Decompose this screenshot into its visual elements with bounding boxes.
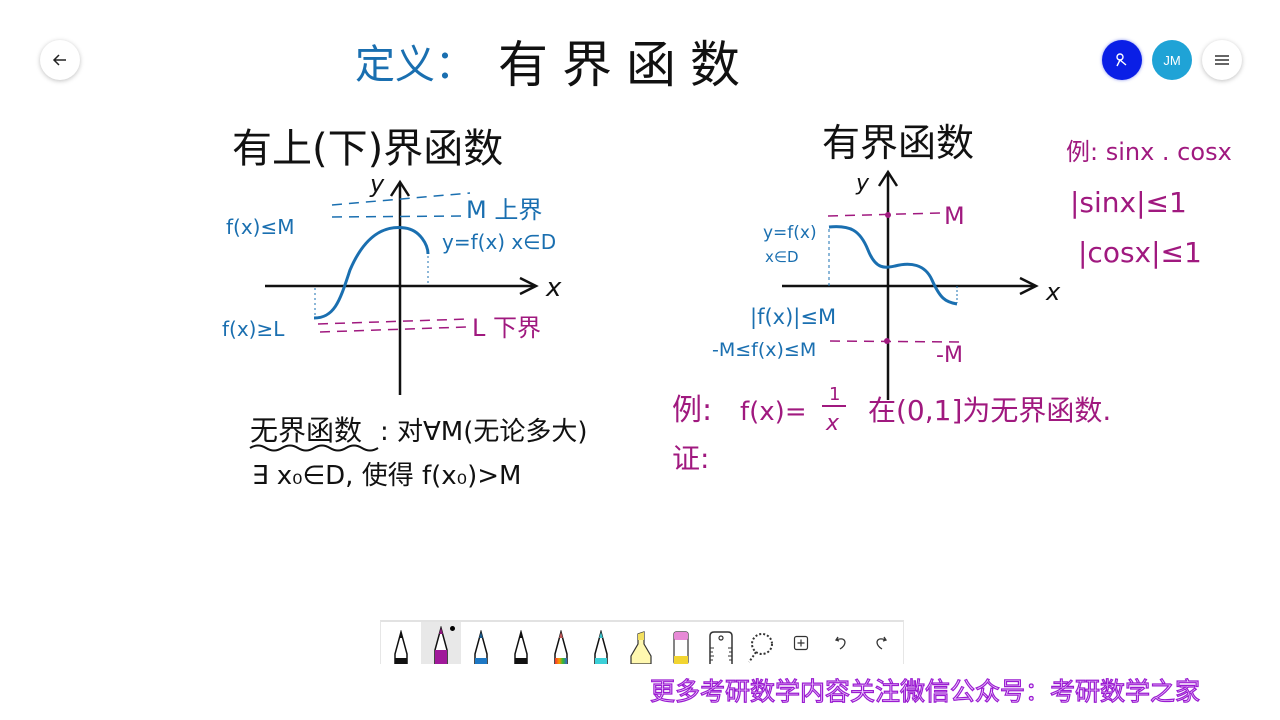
right-heading: 有界函数 — [822, 121, 974, 165]
user-icon — [1116, 53, 1127, 67]
abs-condition: |f(x)|≤M — [750, 305, 836, 330]
upper-M-label: M — [944, 202, 965, 230]
pen-black-icon — [514, 630, 528, 664]
page-title: 有界函数 — [498, 36, 754, 94]
pen-blue-icon — [474, 630, 488, 664]
undo-icon — [834, 636, 846, 650]
tool-lasso[interactable] — [741, 622, 781, 664]
highlighter-icon — [630, 631, 652, 664]
left-heading: 有上(下)界函数 — [232, 126, 503, 172]
right-x-label: x — [1045, 278, 1061, 306]
tool-undo[interactable] — [821, 622, 861, 664]
add-box-icon — [793, 635, 809, 651]
ink-toolbar — [380, 620, 904, 664]
tool-pen-black[interactable] — [381, 622, 421, 664]
range-condition: -M≤f(x)≤M — [712, 339, 816, 361]
menu-button[interactable] — [1202, 40, 1242, 80]
redo-icon — [876, 636, 888, 650]
tool-pen-rainbow[interactable] — [541, 622, 581, 664]
example2-prefix: 例: — [672, 393, 712, 428]
fraction-numerator: 1 — [829, 384, 840, 405]
eraser-icon — [673, 631, 689, 664]
left-graph: 有上(下)界函数 y x f(x)≤M M 上界 y=f(x) x∈D f(x)… — [222, 126, 562, 395]
user-button[interactable] — [1102, 40, 1142, 80]
example-line-2: |sinx|≤1 — [1070, 186, 1187, 219]
tool-highlighter[interactable] — [621, 622, 661, 664]
ruler-icon — [709, 631, 733, 664]
tool-eraser[interactable] — [661, 622, 701, 664]
upper-bound-label: M 上界 — [466, 196, 542, 224]
tool-pen-black-2[interactable] — [501, 622, 541, 664]
unbounded-condition: : 对∀M(无论多大) — [380, 417, 588, 447]
left-y-label: y — [369, 170, 385, 198]
left-x-label: x — [545, 273, 562, 303]
active-dot-icon — [450, 626, 455, 631]
right-y-label: y — [855, 171, 870, 196]
example-2: 例: f(x)= 1 x 在(0,1]为无界函数. 证: — [672, 384, 1111, 475]
tool-ruler[interactable] — [701, 622, 741, 664]
example2-statement: 在(0,1]为无界函数. — [868, 394, 1111, 427]
right-domain-label: x∈D — [765, 248, 799, 266]
lower-M-label: -M — [936, 343, 963, 368]
pen-rainbow-icon — [554, 630, 568, 664]
right-graph: 有界函数 y x y=f(x) x∈D M -M |f(x)|≤M -M≤f(x… — [712, 121, 1061, 400]
pen-black-icon — [394, 630, 408, 664]
avatar-initials: JM — [1163, 52, 1181, 68]
back-button[interactable] — [40, 40, 80, 80]
tool-redo[interactable] — [861, 622, 901, 664]
lasso-icon — [748, 633, 773, 663]
arrow-left-icon — [52, 54, 66, 66]
upper-condition: f(x)≤M — [226, 215, 295, 239]
unbounded-term: 无界函数 — [250, 414, 362, 447]
tool-add[interactable] — [781, 622, 821, 664]
hamburger-menu-icon — [1215, 55, 1229, 65]
unbounded-existence: ∃ x₀∈D, 使得 f(x₀)>M — [252, 461, 521, 491]
lower-bound-label: L 下界 — [472, 314, 541, 342]
title-prefix: 定义： — [355, 42, 475, 88]
example2-function: f(x)= — [740, 397, 807, 427]
lower-condition: f(x)≥L — [222, 317, 285, 341]
fraction-denominator: x — [825, 411, 840, 436]
pen-magenta-icon — [434, 626, 448, 664]
function-label: y=f(x) x∈D — [442, 230, 556, 254]
proof-label: 证: — [672, 442, 709, 475]
pen-cyan-icon — [594, 630, 608, 664]
avatar[interactable]: JM — [1152, 40, 1192, 80]
unbounded-definition: 无界函数 : 对∀M(无论多大) ∃ x₀∈D, 使得 f(x₀)>M — [249, 414, 588, 491]
tool-pen-blue[interactable] — [461, 622, 501, 664]
tool-pen-magenta[interactable] — [421, 622, 461, 664]
example-line-1: 例: sinx . cosx — [1066, 138, 1232, 166]
watermark-text: 更多考研数学内容关注微信公众号：考研数学之家 — [649, 676, 1201, 706]
example-line-3: |cosx|≤1 — [1078, 236, 1202, 269]
tool-pen-cyan[interactable] — [581, 622, 621, 664]
right-function-label: y=f(x) — [763, 223, 817, 243]
trig-examples: 例: sinx . cosx |sinx|≤1 |cosx|≤1 — [1066, 138, 1232, 269]
